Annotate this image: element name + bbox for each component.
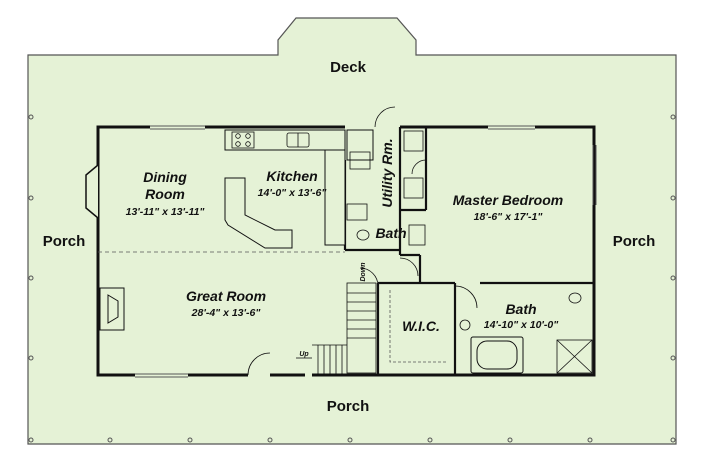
master-bath-name: Bath bbox=[505, 301, 536, 317]
stairs bbox=[312, 282, 377, 375]
bay-window-icon bbox=[85, 164, 99, 219]
toilet-icon bbox=[568, 292, 582, 304]
refrigerator-icon bbox=[346, 129, 374, 161]
sink-icon bbox=[286, 132, 310, 148]
toilet-icon bbox=[356, 229, 370, 241]
toilet-icon bbox=[459, 319, 471, 331]
dining-room-name-line1: Dining bbox=[143, 169, 187, 185]
shelf bbox=[346, 203, 368, 221]
railing-posts bbox=[28, 114, 676, 443]
door-swing-icon bbox=[247, 106, 478, 376]
porch-left-label: Porch bbox=[43, 233, 86, 250]
refrigerator-icon bbox=[349, 151, 371, 170]
kitchen-counters bbox=[224, 129, 346, 249]
dining-room-dimensions: 13'-11" x 13'-11" bbox=[126, 206, 206, 218]
porch-right-label: Porch bbox=[613, 233, 656, 250]
dryer-icon bbox=[403, 177, 424, 199]
stairs-down-label: Down bbox=[360, 262, 367, 281]
dining-room-name-line2: Room bbox=[145, 186, 185, 202]
bath-small-name: Bath bbox=[375, 225, 406, 241]
kitchen-dimensions: 14'-0" x 13'-6" bbox=[258, 187, 328, 199]
wic-shelving bbox=[389, 290, 448, 363]
exterior-walls bbox=[96, 125, 596, 377]
windows bbox=[135, 125, 597, 378]
master-bedroom-dimensions: 18'-6" x 17'-1" bbox=[474, 211, 544, 223]
master-bedroom-name: Master Bedroom bbox=[453, 192, 563, 208]
deck-label: Deck bbox=[330, 59, 367, 76]
sink-icon bbox=[408, 224, 426, 246]
washer-icon bbox=[403, 130, 424, 152]
great-room-name: Great Room bbox=[186, 288, 266, 304]
stove-icon bbox=[231, 131, 255, 149]
fireplace-icon bbox=[99, 287, 125, 331]
stairs-up-label: Up bbox=[299, 351, 309, 358]
bathtub-icon bbox=[470, 336, 524, 374]
kitchen-name: Kitchen bbox=[266, 168, 317, 184]
porch-bottom-label: Porch bbox=[327, 398, 370, 415]
shower-icon bbox=[556, 339, 593, 374]
master-bath-dimensions: 14'-10" x 10'-0" bbox=[484, 319, 560, 331]
wic-name: W.I.C. bbox=[402, 318, 440, 334]
utility-room-name: Utility Rm. bbox=[379, 138, 395, 207]
deck-porch-outline bbox=[27, 17, 677, 445]
interior-walls bbox=[343, 127, 594, 375]
great-room-dimensions: 28'-4" x 13'-6" bbox=[191, 307, 262, 319]
